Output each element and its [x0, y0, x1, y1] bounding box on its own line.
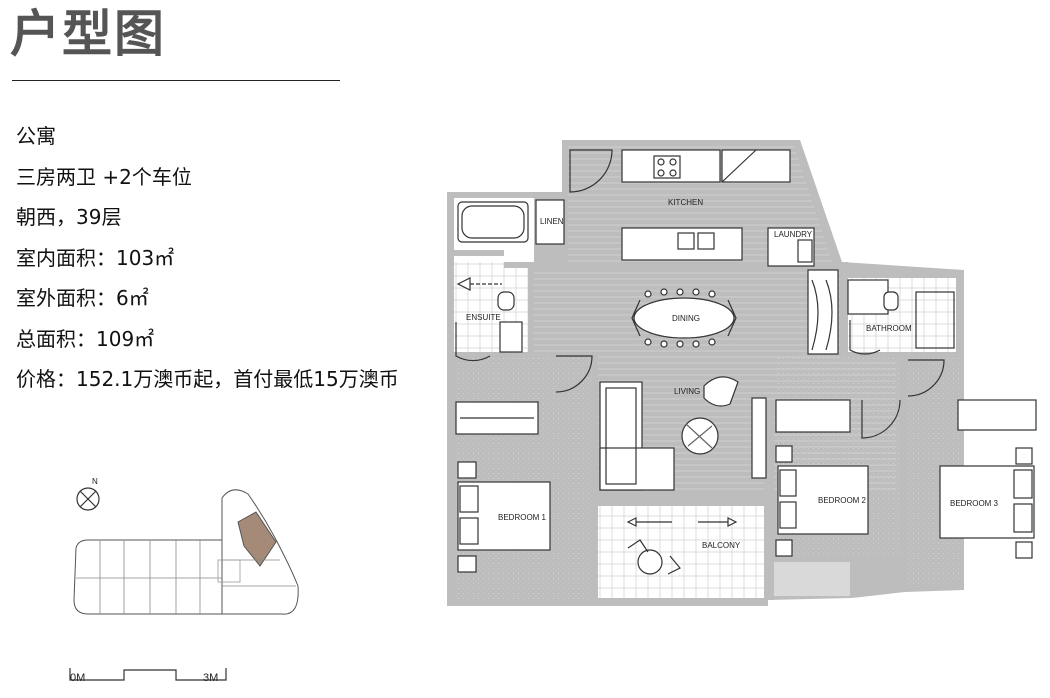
page-title: 户型图 [10, 5, 166, 63]
label-bedroom-3: BEDROOM 3 [950, 499, 999, 508]
info-total-area: 总面积：109㎡ [16, 326, 155, 351]
bedroom-1-furniture [455, 355, 593, 573]
kitchen-door [569, 149, 613, 193]
info-exterior-area: 室外面积：6㎡ [16, 286, 149, 310]
bathroom-fixtures [847, 279, 955, 355]
label-ensuite: ENSUITE [466, 313, 501, 322]
key-plan [73, 489, 299, 615]
label-dining: DINING [672, 314, 700, 323]
compass-n: N [92, 477, 98, 486]
compass-icon: N [76, 477, 100, 511]
label-linen: LINEN [540, 217, 564, 226]
info-price: 价格：152.1万澳币起，首付最低15万澳币 [16, 367, 399, 391]
room-labels: KITCHEN LINEN LAUNDRY ENSUITE DINING BAT… [466, 198, 999, 550]
label-bathroom: BATHROOM [866, 324, 912, 333]
info-layout: 三房两卫 +2个车位 [16, 164, 192, 189]
balcony-furniture [626, 517, 738, 575]
unit-info: 公寓 三房两卫 +2个车位 朝西，39层 室内面积：103㎡ 室外面积：6㎡ 总… [16, 116, 399, 400]
scale-start: 0M [70, 672, 85, 684]
bedroom-2-furniture [775, 399, 901, 557]
label-balcony: BALCONY [702, 541, 741, 550]
dining-set [631, 269, 839, 355]
scale-bar: 0M 3M [69, 668, 227, 684]
label-kitchen: KITCHEN [668, 198, 703, 207]
label-bedroom-2: BEDROOM 2 [818, 496, 867, 505]
info-interior-area: 室内面积：103㎡ [16, 245, 175, 270]
title-underline [12, 80, 340, 81]
label-living: LIVING [674, 387, 700, 396]
ensuite-fixtures [455, 201, 529, 362]
living-furniture [599, 376, 767, 491]
info-orientation: 朝西，39层 [16, 205, 122, 229]
label-bedroom-1: BEDROOM 1 [498, 513, 547, 522]
label-laundry: LAUNDRY [774, 230, 813, 239]
scale-end: 3M [203, 672, 218, 684]
info-type: 公寓 [16, 124, 56, 148]
kitchen-fixtures [535, 149, 815, 267]
bedroom-3-furniture [907, 359, 1037, 559]
